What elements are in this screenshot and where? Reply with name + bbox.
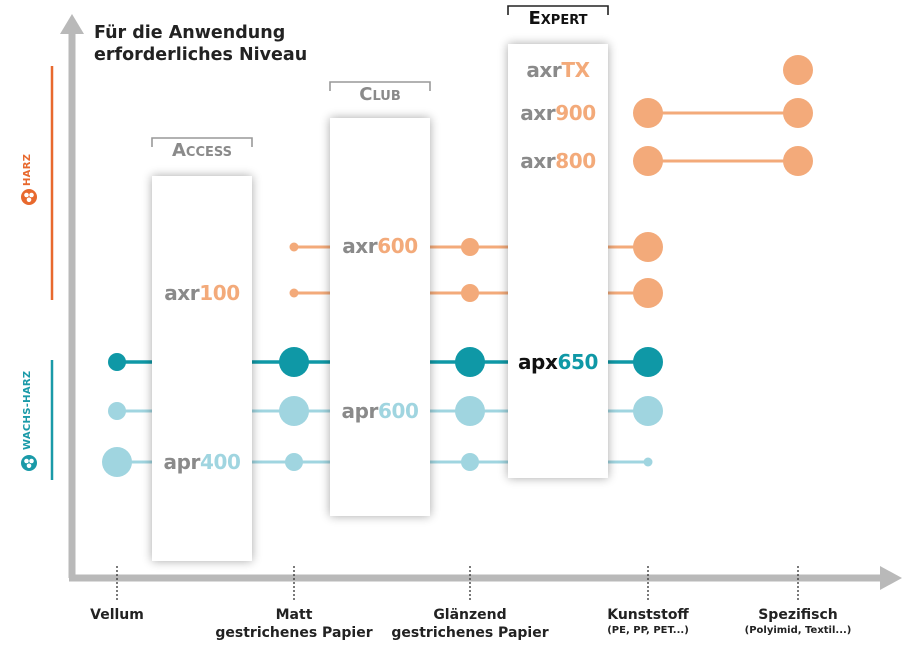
wachs-harz-icon — [21, 455, 37, 471]
product-apx650: apx650 — [515, 350, 601, 374]
product-apr400-brand: apr — [163, 450, 200, 474]
x-category-matt: Matt gestrichenes Papier — [215, 606, 372, 642]
title-line-1: Für die Anwendung — [94, 23, 286, 43]
dot-axrtx-spezifisch — [783, 55, 813, 85]
dot-axr600-matt — [289, 242, 299, 252]
panel-access — [152, 176, 252, 561]
dot-apr400-kunststoff — [643, 457, 653, 467]
product-axr600-num: 600 — [377, 234, 418, 258]
product-apx650-brand: apx — [517, 350, 558, 374]
panel-club — [330, 118, 430, 516]
product-axr100-brand: axr — [164, 281, 200, 305]
level-label-expert: Expert — [528, 8, 588, 29]
axes — [60, 14, 902, 590]
level-label-access: Access — [171, 140, 233, 161]
dot-apr600-kunststoff — [633, 396, 663, 426]
dot-apr400-matt — [285, 453, 303, 471]
product-axrtx-num: TX — [561, 58, 590, 82]
product-axr600-brand: axr — [342, 234, 378, 258]
product-axr100: axr100 — [162, 281, 242, 305]
dot-apr600-vellum — [108, 402, 126, 420]
dot-axr900-spezifisch — [783, 98, 813, 128]
bracket-club — [329, 81, 431, 91]
y-group-wachs-harz: WACHS-HARZ — [22, 370, 33, 450]
dot-axr100-matt — [289, 288, 299, 298]
x-category-glaenzend-line2: gestrichenes Papier — [391, 625, 549, 641]
product-apr600: apr600 — [339, 399, 421, 423]
bracket-expert — [507, 5, 609, 15]
dot-apx650-glaenzend — [455, 347, 485, 377]
dot-axr600-glaenzend — [461, 238, 479, 256]
product-axr900-brand: axr — [520, 101, 556, 125]
x-axis-arrow-icon — [880, 566, 902, 590]
x-category-kunststoff: Kunststoff (PE, PP, PET...) — [607, 606, 689, 638]
product-axrtx-brand: axr — [526, 58, 562, 82]
dot-apr600-matt — [279, 396, 309, 426]
x-category-vellum-line1: Vellum — [90, 607, 144, 623]
diagram-title: Für die Anwendung erforderliches Niveau — [94, 22, 307, 66]
x-category-matt-line1: Matt — [275, 607, 313, 623]
x-category-matt-line2: gestrichenes Papier — [215, 625, 373, 641]
product-apr600-brand: apr — [341, 399, 378, 423]
x-category-kunststoff-line2: (PE, PP, PET...) — [607, 625, 689, 636]
x-category-kunststoff-line1: Kunststoff — [607, 607, 689, 623]
dot-apr400-glaenzend — [461, 453, 479, 471]
dots — [102, 55, 813, 477]
x-category-glaenzend-line1: Glänzend — [433, 607, 507, 623]
title-line-2: erforderliches Niveau — [94, 45, 308, 65]
dot-apx650-matt — [279, 347, 309, 377]
product-axr900: axr900 — [518, 101, 598, 125]
dot-axr800-spezifisch — [783, 146, 813, 176]
product-axr900-num: 900 — [555, 101, 596, 125]
product-axr600: axr600 — [340, 234, 420, 258]
dot-apr600-glaenzend — [455, 396, 485, 426]
x-category-spezifisch: Spezifisch (Polyimid, Textil...) — [745, 606, 852, 638]
product-apr400: apr400 — [161, 450, 243, 474]
x-category-spezifisch-line2: (Polyimid, Textil...) — [744, 625, 852, 636]
x-category-glaenzend: Glänzend gestrichenes Papier — [391, 606, 548, 642]
panel-expert — [508, 44, 608, 478]
dot-axr100-kunststoff — [633, 278, 663, 308]
dot-apr400-vellum — [102, 447, 132, 477]
dot-axr900-kunststoff — [633, 98, 663, 128]
dot-apx650-kunststoff — [633, 347, 663, 377]
bracket-access — [151, 137, 253, 147]
product-axr800-num: 800 — [555, 149, 596, 173]
harz-icon — [21, 189, 37, 205]
product-axr800-brand: axr — [520, 149, 556, 173]
x-category-vellum: Vellum — [90, 606, 144, 624]
dot-apx650-vellum — [108, 353, 126, 371]
y-axis-arrow-icon — [60, 14, 84, 34]
product-apr600-num: 600 — [377, 399, 419, 423]
x-ticks — [116, 566, 799, 600]
x-category-spezifisch-line1: Spezifisch — [758, 607, 838, 623]
product-axrtx: axrTX — [524, 58, 591, 82]
product-apr400-num: 400 — [199, 450, 241, 474]
product-axr100-num: 100 — [199, 281, 240, 305]
dot-axr100-glaenzend — [461, 284, 479, 302]
dot-axr600-kunststoff — [633, 232, 663, 262]
product-apx650-num: 650 — [557, 350, 599, 374]
y-group-harz: HARZ — [22, 153, 33, 186]
product-axr800: axr800 — [518, 149, 598, 173]
level-brackets — [151, 5, 609, 147]
dot-axr800-kunststoff — [633, 146, 663, 176]
level-label-club: Club — [359, 84, 401, 105]
